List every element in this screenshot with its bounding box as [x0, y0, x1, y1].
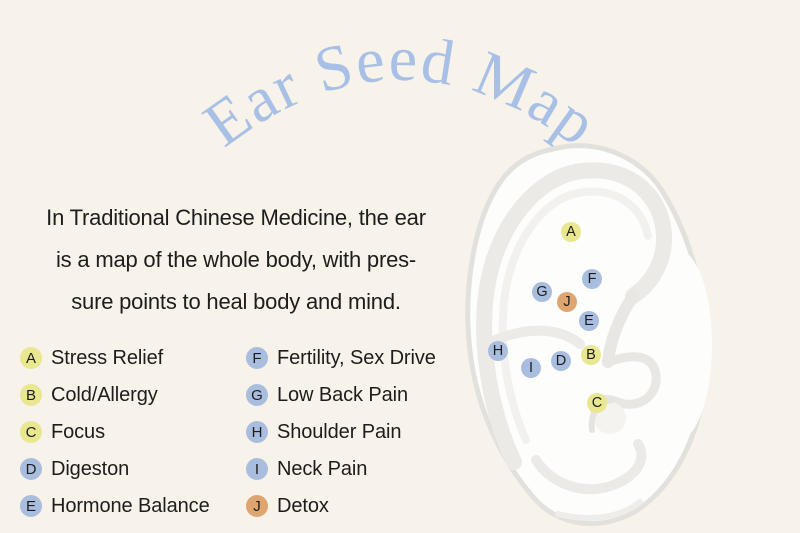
ear-outline: [465, 143, 710, 526]
ear-point-i: I: [521, 358, 541, 378]
ear-lobe-shadow: [555, 499, 643, 521]
legend-item-focus: C Focus: [20, 421, 210, 443]
legend-item-neck-pain: I Neck Pain: [246, 458, 436, 480]
point-badge-b: B: [20, 384, 42, 406]
ear-point-a: A: [561, 222, 581, 242]
ear-point-f: F: [582, 269, 602, 289]
intro-paragraph: In Traditional Chinese Medicine, the ear…: [10, 197, 462, 323]
ear-helix-inner: [498, 187, 652, 444]
legend-label: Shoulder Pain: [277, 420, 402, 443]
point-badge-e: E: [20, 495, 42, 517]
legend-label: Digeston: [51, 457, 130, 480]
intro-line: sure points to heal body and mind.: [71, 289, 401, 314]
legend-label: Focus: [51, 420, 105, 443]
legend-item-digestion: D Digeston: [20, 458, 210, 480]
legend-item-cold-allergy: B Cold/Allergy: [20, 384, 210, 406]
ear-lobe-swirl: [531, 439, 647, 495]
ear-point-b: B: [581, 345, 601, 365]
ear-point-d: D: [551, 351, 571, 371]
ear-point-h: H: [488, 341, 508, 361]
point-badge-h: H: [246, 421, 268, 443]
point-badge-j: J: [246, 495, 268, 517]
intro-line: is a map of the whole body, with pres-: [55, 247, 417, 272]
ear-point-j: J: [557, 292, 577, 312]
legend-label: Stress Relief: [51, 346, 164, 369]
point-badge-a: A: [20, 347, 42, 369]
legend-item-stress-relief: A Stress Relief: [20, 347, 210, 369]
legend-label: Hormone Balance: [51, 494, 210, 517]
ear-crus: [490, 325, 585, 349]
legend-item-low-back-pain: G Low Back Pain: [246, 384, 436, 406]
ear-illustration: A F G J E H I D B C: [440, 130, 740, 533]
ear-cheek-blend: [644, 250, 712, 440]
point-badge-f: F: [246, 347, 268, 369]
intro-line: In Traditional Chinese Medicine, the ear: [46, 205, 426, 230]
point-badge-d: D: [20, 458, 42, 480]
legend-item-shoulder-pain: H Shoulder Pain: [246, 421, 436, 443]
legend-column-right: F Fertility, Sex Drive G Low Back Pain H…: [246, 347, 436, 532]
ear-point-e: E: [579, 311, 599, 331]
ear-point-g: G: [532, 282, 552, 302]
ear-antihelix: [602, 290, 639, 368]
legend-item-hormone-balance: E Hormone Balance: [20, 495, 210, 517]
legend-label: Fertility, Sex Drive: [277, 346, 436, 369]
ear-point-c: C: [587, 393, 607, 413]
legend-item-detox: J Detox: [246, 495, 436, 517]
legend-item-fertility: F Fertility, Sex Drive: [246, 347, 436, 369]
point-badge-c: C: [20, 421, 42, 443]
arched-title: Ear Seed Map: [191, 23, 609, 160]
legend-label: Detox: [277, 494, 329, 517]
ear-drawing: [465, 143, 712, 526]
point-badge-g: G: [246, 384, 268, 406]
ear-helix: [476, 162, 672, 470]
point-badge-i: I: [246, 458, 268, 480]
legend-label: Low Back Pain: [277, 383, 408, 406]
legend-column-left: A Stress Relief B Cold/Allergy C Focus D…: [20, 347, 210, 532]
legend-label: Cold/Allergy: [51, 383, 158, 406]
legend-label: Neck Pain: [277, 457, 368, 480]
